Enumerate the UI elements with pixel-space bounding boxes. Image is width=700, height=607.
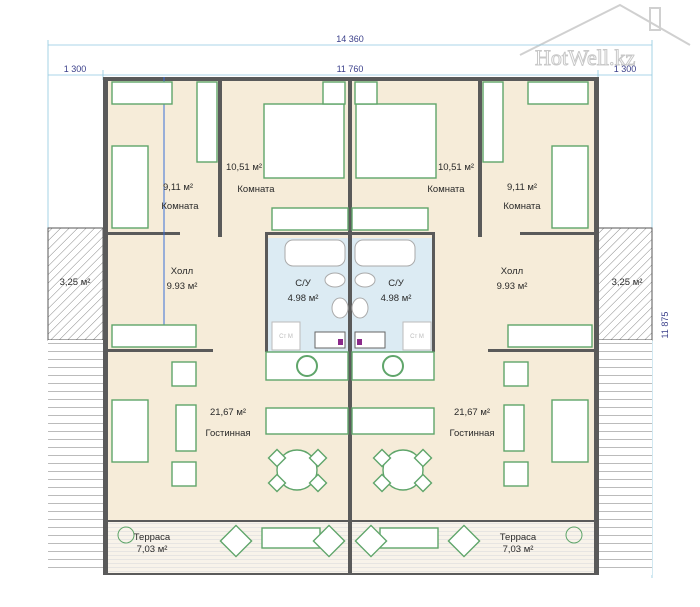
right-hall-area: 9.93 м²	[497, 281, 528, 292]
right-bathroom-area: 4.98 м²	[381, 293, 412, 304]
dimension-total-depth: 11 875	[660, 312, 670, 339]
right-bedroom-large-area: 10,51 м²	[438, 162, 474, 173]
furniture	[111, 81, 593, 558]
dimension-main-width: 11 760	[337, 64, 364, 74]
left-bedroom-small-name: Комната	[161, 201, 199, 212]
right-washer-label: Ст М	[410, 334, 424, 340]
dimension-left-offset: 1 300	[64, 64, 87, 74]
right-bedroom-small-area: 9,11 м²	[507, 182, 537, 193]
left-bedroom-small-area: 9,11 м²	[163, 182, 193, 193]
left-bedroom-large-name: Комната	[237, 184, 275, 195]
left-terrace-area: 7,03 м²	[137, 544, 168, 555]
dimension-total-width: 14 360	[336, 34, 364, 44]
left-bedroom-large-area: 10,51 м²	[226, 162, 262, 173]
left-bathroom-name: С/У	[295, 278, 312, 289]
watermark-logo: HotWell.kz	[519, 3, 691, 71]
left-terrace-name: Терраса	[134, 532, 171, 543]
left-balcony-area: 3,25 м²	[60, 277, 91, 288]
right-bedroom-small-name: Комната	[503, 201, 541, 212]
right-bedroom-large-name: Комната	[427, 184, 465, 195]
right-living-area: 21,67 м²	[454, 407, 490, 418]
right-bathroom-name: С/У	[388, 278, 405, 289]
right-stairs	[598, 340, 652, 575]
walls	[103, 77, 599, 575]
left-living-area: 21,67 м²	[210, 407, 246, 418]
right-balcony	[597, 227, 653, 341]
right-terrace-name: Терраса	[500, 532, 537, 543]
left-bathroom-area: 4.98 м²	[288, 293, 319, 304]
left-hall-area: 9.93 м²	[167, 281, 198, 292]
right-hall-name: Холл	[501, 266, 523, 277]
dimension-right-offset: 1 300	[614, 64, 637, 74]
left-washer-label: Ст М	[279, 334, 293, 340]
left-hall-name: Холл	[171, 266, 193, 277]
right-terrace-area: 7,03 м²	[503, 544, 534, 555]
right-balcony-area: 3,25 м²	[612, 277, 643, 288]
right-living-name: Гостинная	[449, 428, 494, 439]
left-stairs	[48, 340, 103, 575]
watermark-text: HotWell.kz	[535, 45, 635, 70]
left-living-name: Гостинная	[205, 428, 250, 439]
